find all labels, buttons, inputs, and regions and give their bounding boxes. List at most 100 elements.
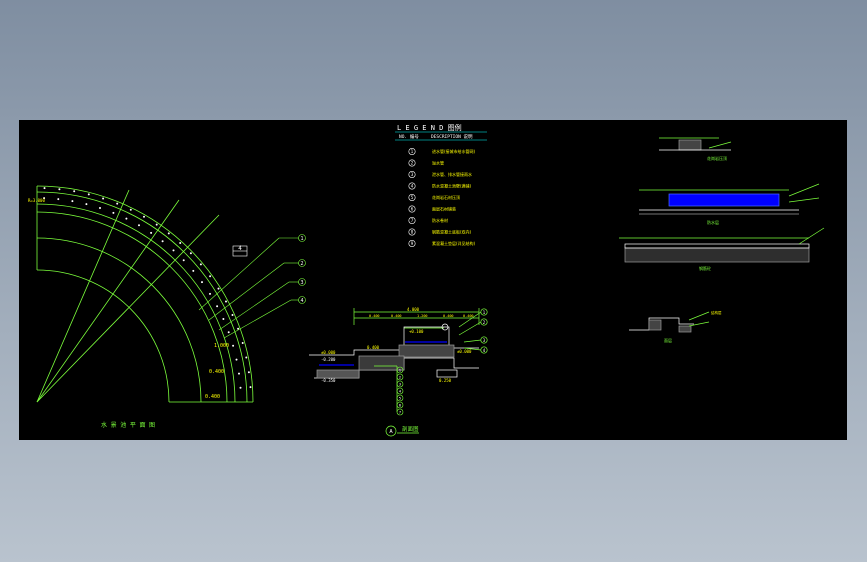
elev-5: +0.100 (409, 329, 424, 334)
section-dim-top: 4.000 (407, 307, 420, 312)
plan-tick-mark (129, 208, 132, 211)
plan-tick-mark (138, 224, 141, 227)
legend-item-no: 9 (411, 241, 414, 246)
legend-item-marker (408, 170, 416, 178)
legend-item-marker (408, 217, 416, 225)
plan-tick-mark (43, 187, 46, 190)
plan-dim-1: 0.400 (209, 369, 224, 375)
plan-tick-mark (112, 211, 115, 214)
plan-tick-mark (201, 281, 204, 284)
legend-item-text: 进水管(接城市给水管网) (432, 148, 476, 154)
plan-tick-mark (247, 371, 250, 374)
plan-tick-mark (231, 314, 234, 317)
section-dim-a: 0.400 (369, 314, 380, 318)
cad-drawing-canvas[interactable]: 1 2 3 4 4 0.400 1.000 0.400 R=3.000 水 景 … (19, 120, 847, 440)
detail-4-label: 面层 (664, 337, 672, 343)
plan-tick-mark (225, 300, 228, 303)
plan-tick-mark (239, 386, 242, 389)
elev-3: -0.350 (321, 378, 336, 383)
legend-item-marker (408, 147, 416, 155)
plan-tick-mark (161, 240, 164, 243)
plan-tick-mark (172, 249, 175, 252)
plan-tick-mark (238, 372, 241, 375)
plan-dim-4: R=3.000 (28, 198, 45, 203)
plan-tick-mark (216, 305, 219, 308)
section-marker: A (389, 429, 393, 435)
legend-item-text: 溢水管 (432, 160, 444, 166)
legend-item-text: 泄水管、排水管接雨水 (432, 171, 472, 177)
plan-tick-mark (182, 259, 185, 262)
detail-3-label: 钢筋砼 (699, 265, 711, 271)
plan-tick-mark (209, 292, 212, 295)
plan-tick-mark (209, 275, 212, 278)
plan-callout-4: 4 (300, 298, 303, 304)
legend-item-no: 1 (411, 149, 414, 154)
section-callout-r1: 1 (483, 310, 486, 315)
plan-tick-mark (43, 197, 46, 200)
section-callout-circle (396, 394, 404, 402)
legend-item-no: 6 (411, 207, 414, 212)
section-title: 剖面图 (402, 425, 419, 433)
elev-1: ±0.000 (321, 350, 336, 355)
section-callout-circle (396, 387, 404, 395)
section-dim-e: 0.400 (463, 314, 474, 318)
section-dim-d: 0.400 (443, 314, 454, 318)
section-dim-b: 0.400 (391, 314, 402, 318)
plan-tick-mark (217, 287, 220, 290)
plan-box-label: 4 (238, 245, 242, 252)
section-callout-bottom: 3 (399, 382, 402, 387)
plan-tick-mark (179, 242, 182, 245)
section-callout-r4: 4 (483, 348, 486, 353)
plan-tick-mark (116, 202, 119, 205)
plan-tick-mark (99, 207, 102, 210)
legend-item-no: 5 (411, 195, 414, 200)
legend-item-marker (408, 240, 416, 248)
plan-tick-mark (85, 203, 88, 206)
plan-tick-mark (150, 231, 153, 234)
section-dim-c: 1.200 (417, 314, 428, 318)
plan-tick-mark (241, 342, 244, 345)
legend-item-no: 7 (411, 218, 414, 223)
section-callout-bottom: 6 (399, 403, 402, 408)
legend-item-no: 4 (411, 184, 414, 189)
legend-item-text: 面层石材铺装 (432, 206, 456, 212)
plan-tick-mark (57, 198, 60, 201)
legend-item-text: 防水卷材 (432, 217, 448, 223)
plan-tick-mark (249, 386, 252, 389)
plan-tick-mark (143, 215, 146, 218)
plan-title: 水 景 池 平 面 图 (101, 421, 155, 429)
plan-tick-mark (222, 318, 225, 321)
legend-item-marker (408, 228, 416, 236)
legend-title: L E G E N D 图例 (397, 123, 462, 132)
section-callout-r2: 2 (483, 320, 486, 325)
legend-item-text: 防水混凝土池壁(满铺) (432, 183, 472, 189)
fountain-plan (36, 185, 254, 403)
section-callout-bottom: 1 (399, 368, 402, 373)
plan-tick-mark (235, 358, 238, 361)
section-callout-circle (396, 401, 404, 409)
legend-item-marker (408, 194, 416, 202)
plan-callout-2: 2 (300, 261, 303, 267)
detail-1-label: 花岗岩压顶 (707, 155, 727, 161)
section-callout-circle (396, 373, 404, 381)
plan-tick-mark (102, 197, 105, 200)
plan-tick-mark (245, 356, 248, 359)
legend-item-no: 2 (411, 161, 414, 166)
plan-tick-mark (192, 269, 195, 272)
section-a: 1 2 3 4 5 6 7 (309, 308, 488, 437)
plan-tick-mark (125, 217, 128, 220)
plan-tick-mark (227, 331, 230, 334)
plan-tick-mark (167, 232, 170, 235)
legend-item-no: 3 (411, 172, 414, 177)
section-callout-bottom: 5 (399, 396, 402, 401)
section-callout-circle (396, 408, 404, 416)
detail-4-note: 结构层 (711, 310, 722, 315)
plan-tick-mark (232, 344, 235, 347)
section-callout-bottom: 7 (399, 410, 402, 415)
plan-tick-mark (155, 223, 158, 226)
section-callout-bottom: 4 (399, 389, 402, 394)
plan-tick-mark (189, 252, 192, 255)
plan-tick-mark (58, 188, 61, 191)
legend-item-text: 钢筋混凝土底板(双向) (432, 229, 472, 235)
elev-4: ±0.000 (457, 349, 472, 354)
